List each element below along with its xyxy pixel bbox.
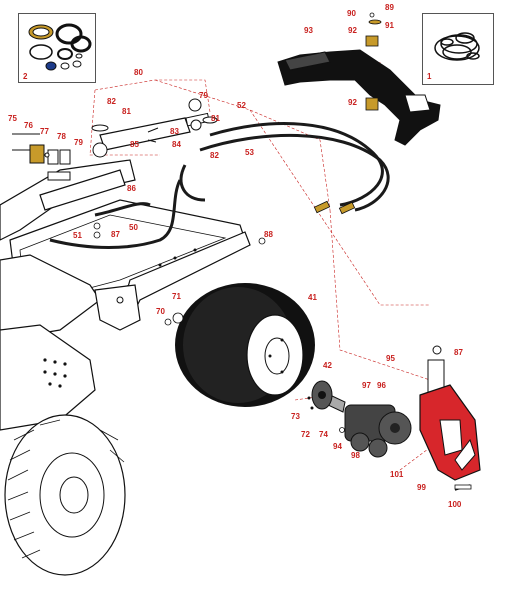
callout-74: 74 <box>319 430 328 439</box>
callout-80: 80 <box>134 68 143 77</box>
steering-cylinder <box>91 98 218 158</box>
callout-94: 94 <box>333 442 342 451</box>
callout-42: 42 <box>323 361 332 370</box>
inset-seal-ring-kit: 1 <box>422 13 494 85</box>
spindle-housing <box>419 345 481 491</box>
callout-70: 70 <box>156 307 165 316</box>
callout-50: 50 <box>129 223 138 232</box>
callout-82a: 82 <box>107 97 116 106</box>
callout-71: 71 <box>172 292 181 301</box>
callout-93: 93 <box>304 26 313 35</box>
callout-81a: 81 <box>122 107 131 116</box>
hose-fittings <box>313 200 356 215</box>
wheel-hub <box>307 380 333 410</box>
seal-kit-illustration <box>28 23 92 71</box>
callout-82b: 82 <box>210 151 219 160</box>
callout-52: 52 <box>237 101 246 110</box>
callout-88: 88 <box>264 230 273 239</box>
callout-72: 72 <box>301 430 310 439</box>
callout-76: 76 <box>24 121 33 130</box>
callout-90: 90 <box>347 9 356 18</box>
callout-84: 84 <box>172 140 181 149</box>
callout-81b: 81 <box>211 114 220 123</box>
callout-87a: 87 <box>111 230 120 239</box>
callout-53: 53 <box>245 148 254 157</box>
callout-91: 91 <box>385 21 394 30</box>
front-tire <box>4 414 126 576</box>
hydraulic-hoses <box>49 122 390 249</box>
callout-79b: 79 <box>74 138 83 147</box>
callout-73: 73 <box>291 412 300 421</box>
frame-perforations <box>43 248 197 388</box>
callout-77: 77 <box>40 127 49 136</box>
callout-78: 78 <box>57 132 66 141</box>
callout-101: 101 <box>390 470 404 479</box>
callout-99: 99 <box>417 483 426 492</box>
seal-ring-kit-illustration <box>434 32 480 61</box>
fasteners <box>93 12 472 490</box>
steering-frame <box>0 159 251 431</box>
callout-96: 96 <box>377 381 386 390</box>
callout-83: 83 <box>170 127 179 136</box>
rear-wheel-assembly <box>175 283 315 407</box>
callout-89: 89 <box>385 3 394 12</box>
callout-86: 86 <box>127 184 136 193</box>
wheel-motor <box>327 394 412 458</box>
inset-seal-kit-label: 2 <box>23 72 28 81</box>
inset-seal-ring-kit-label: 1 <box>427 72 432 81</box>
callout-51: 51 <box>73 231 82 240</box>
callout-92b: 92 <box>348 98 357 107</box>
ball-joint-hardware <box>12 133 71 181</box>
callout-85: 85 <box>130 140 139 149</box>
callout-98: 98 <box>351 451 360 460</box>
bushings <box>365 19 382 111</box>
steering-arm <box>277 49 441 146</box>
callout-41: 41 <box>308 293 317 302</box>
callout-75: 75 <box>8 114 17 123</box>
callout-95: 95 <box>386 354 395 363</box>
callout-92a: 92 <box>348 26 357 35</box>
callout-87b: 87 <box>454 348 463 357</box>
callout-79a: 79 <box>199 91 208 100</box>
inset-seal-kit: 2 <box>18 13 96 83</box>
callout-100: 100 <box>448 500 462 509</box>
callout-97: 97 <box>362 381 371 390</box>
